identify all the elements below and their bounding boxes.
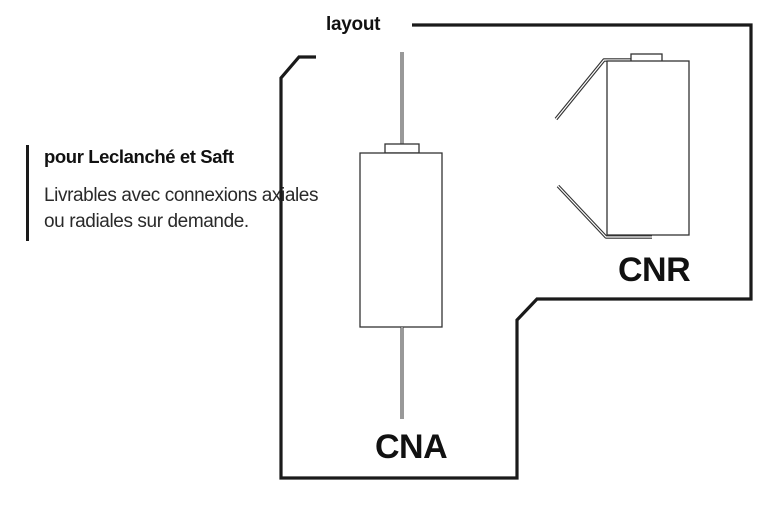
cnr-label: CNR xyxy=(618,251,691,289)
side-note-body: Livrables avec connexions axiales ou rad… xyxy=(44,183,318,235)
cnr-cell xyxy=(554,53,690,239)
cnr-cell-body xyxy=(606,60,690,236)
cna-label: CNA xyxy=(375,428,448,466)
side-note-line: ou radiales sur demande. xyxy=(44,211,249,232)
side-note-line: Livrables avec connexions axiales xyxy=(44,185,319,206)
side-note-title: pour Leclanché et Saft xyxy=(44,146,234,167)
cna-cell-body xyxy=(359,152,443,328)
cna-cell xyxy=(359,52,443,419)
layout-title: layout xyxy=(326,14,381,35)
layout-frame xyxy=(279,23,753,480)
side-note-bar xyxy=(26,145,29,241)
cna-terminal-cap xyxy=(384,143,420,154)
